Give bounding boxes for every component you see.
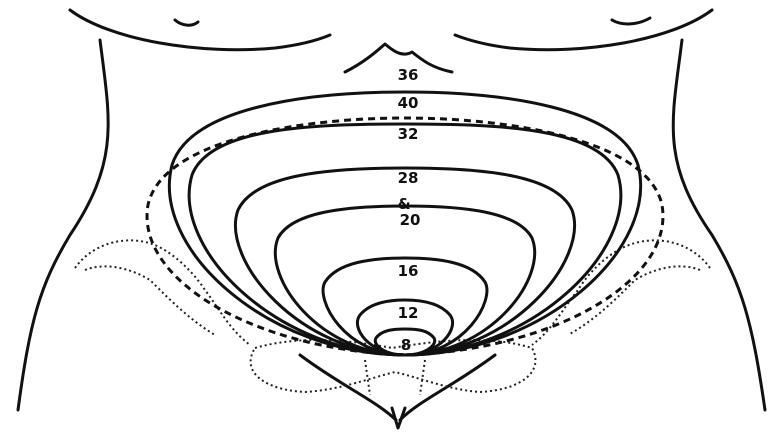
label-36-weeks: 36 <box>398 66 419 84</box>
body-outline <box>18 10 765 428</box>
label-28-weeks: 28 <box>398 169 419 187</box>
right-nipple <box>175 20 198 25</box>
label-32-weeks: 32 <box>398 125 419 143</box>
label-16-weeks: 16 <box>398 262 419 280</box>
right-groin-line <box>300 355 396 420</box>
pelvic-inlet <box>251 340 536 392</box>
right-breast-curve <box>70 10 330 50</box>
pubic-point <box>392 408 405 428</box>
pelvis-outline <box>75 240 710 395</box>
label-20-weeks: 20 <box>400 211 421 229</box>
left-groin-line <box>400 355 495 420</box>
left-torso-side <box>673 40 765 410</box>
week-labels: 36 40 32 28 & 20 16 12 8 <box>397 66 420 354</box>
label-8-weeks: 8 <box>401 336 411 354</box>
label-12-weeks: 12 <box>398 304 419 322</box>
left-breast-curve <box>455 10 712 50</box>
left-nipple <box>612 18 650 24</box>
label-40-weeks: 40 <box>398 94 419 112</box>
right-torso-side <box>18 40 108 410</box>
